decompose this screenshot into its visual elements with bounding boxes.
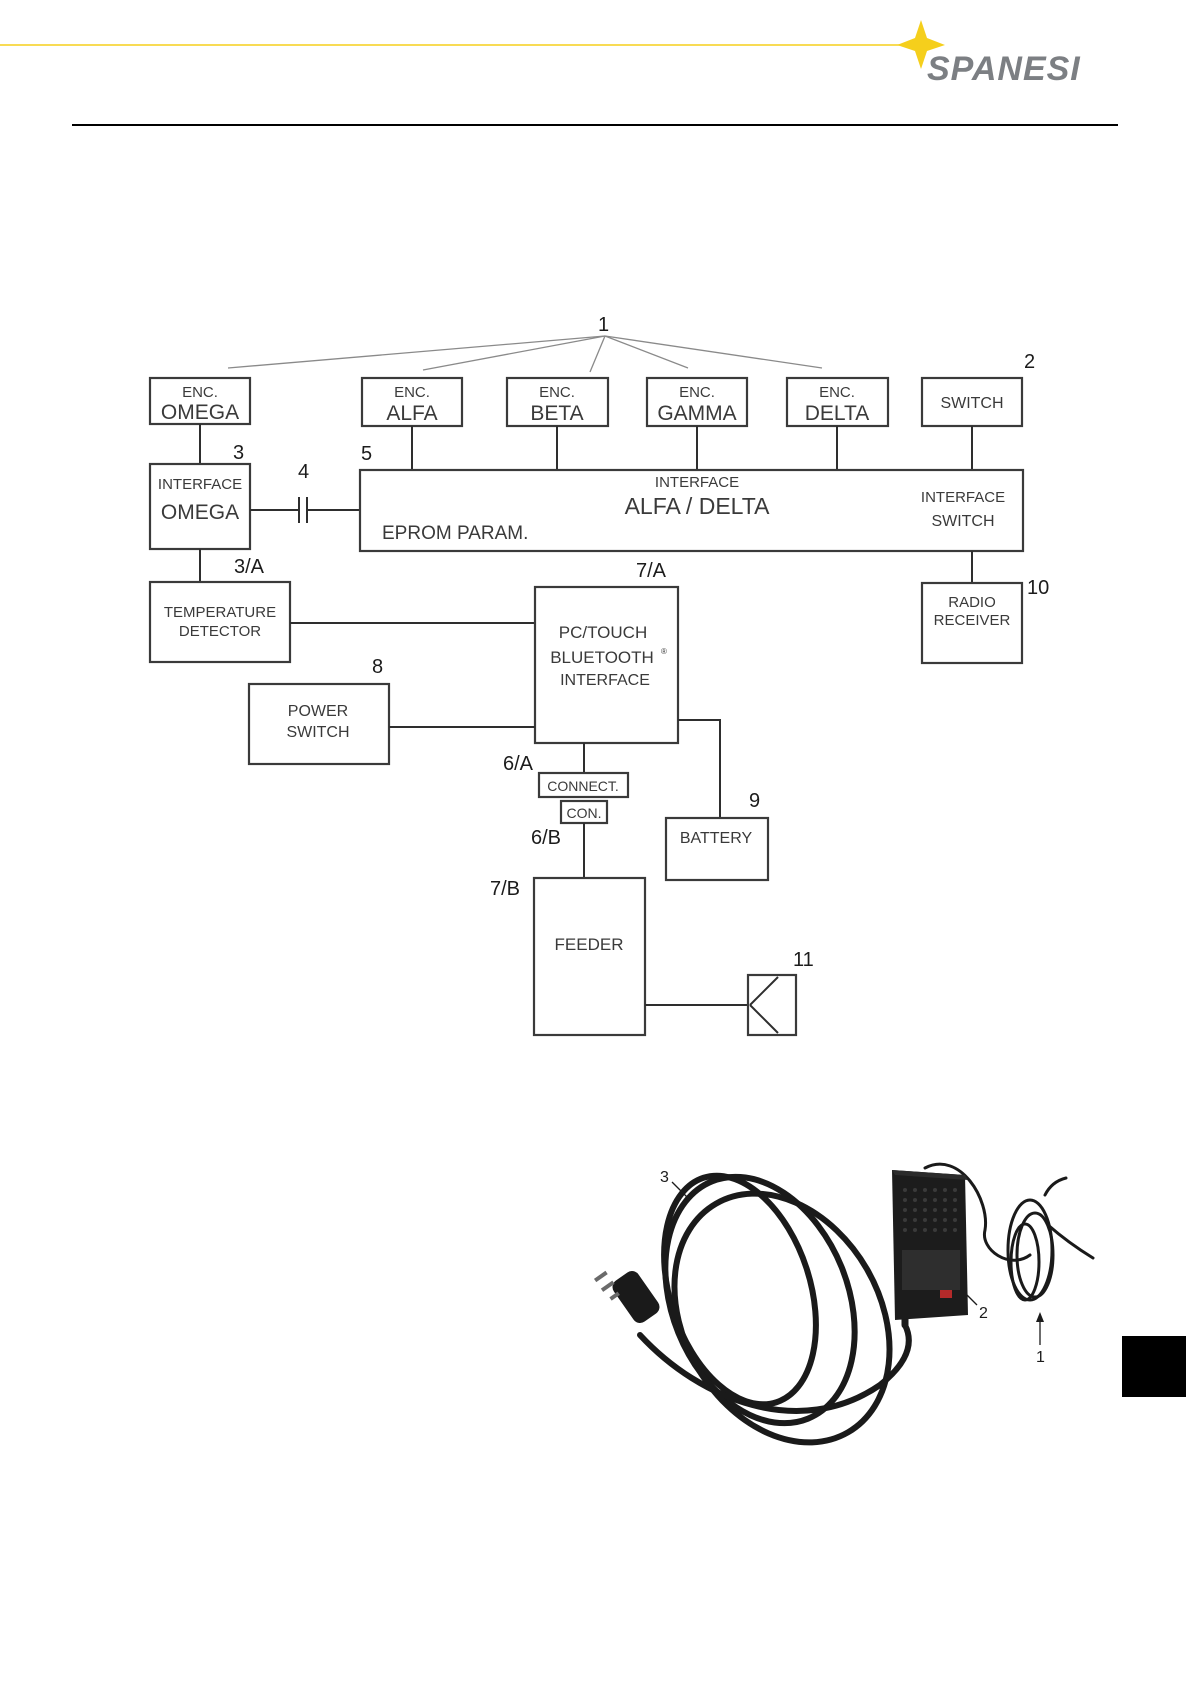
main-interface-name: ALFA / DELTA [625,493,771,519]
main-interface-label-top: INTERFACE [655,474,739,491]
callout-7b: 7/B [490,878,520,900]
power-switch-box: POWER SWITCH [249,684,389,764]
enc-omega-label-bottom: OMEGA [161,401,239,424]
connect-label: CONNECT. [547,778,619,794]
photo-callout-2: 2 [979,1305,988,1322]
temperature-detector-label-top: TEMPERATURE [164,604,276,621]
feeder-box: FEEDER [534,878,645,1035]
callout-1-leader-lines [228,336,822,372]
battery-label: BATTERY [680,830,753,847]
switch-label: SWITCH [940,395,1003,412]
enc-gamma-box: ENC. GAMMA [647,378,747,426]
radio-receiver-label-top: RADIO [948,594,996,611]
eprom-param-label: EPROM PARAM. [382,523,528,544]
enc-delta-label-bottom: DELTA [805,402,870,425]
feeder-label: FEEDER [555,935,624,954]
enc-alfa-box: ENC. ALFA [362,378,462,426]
callout-3: 3 [233,442,244,464]
interface-omega-box: INTERFACE OMEGA [150,464,250,549]
power-supply-photo: 3 2 1 [0,1130,1191,1460]
enc-beta-label-bottom: BETA [530,402,583,425]
callout-6a: 6/A [503,753,534,775]
callout-10: 10 [1027,577,1049,599]
enc-alfa-label-top: ENC. [394,384,430,401]
enc-gamma-label-top: ENC. [679,384,715,401]
enc-gamma-label-bottom: GAMMA [657,402,736,425]
enc-delta-label-top: ENC. [819,384,855,401]
capacitor-link [250,497,360,523]
enc-delta-box: ENC. DELTA [787,378,888,426]
brand-logo: SPANESI [927,50,1081,88]
callout-5: 5 [361,443,372,465]
callout-6b: 6/B [531,827,561,849]
photo-callout-3: 3 [660,1169,669,1186]
enc-omega-label-top: ENC. [182,384,218,401]
enc-alfa-label-bottom: ALFA [386,402,437,425]
power-switch-label-bottom: SWITCH [286,724,349,741]
power-switch-label-top: POWER [288,703,348,720]
callout-9: 9 [749,790,760,812]
radio-receiver-box: RADIO RECEIVER [922,583,1022,663]
con-label: CON. [567,805,602,821]
header-graphics: SPANESI [0,0,1191,140]
interface-switch-label-top: INTERFACE [921,489,1005,506]
plug-symbol-icon [748,975,796,1035]
pc-touch-interface-box: PC/TOUCH BLUETOOTH ® INTERFACE [535,587,678,743]
interface-omega-label-bottom: OMEGA [161,501,239,524]
block-diagram: 1 ENC. OMEGA ENC. ALFA ENC. BETA ENC. GA… [0,300,1191,1060]
interface-switch-label-bottom: SWITCH [931,513,994,530]
callout-1: 1 [598,314,609,336]
callout-8: 8 [372,656,383,678]
photo-callout-1: 1 [1036,1349,1045,1366]
battery-box: BATTERY [666,818,768,880]
enc-omega-box: ENC. OMEGA [150,378,250,424]
callout-2: 2 [1024,351,1035,373]
pc-touch-label-line2: BLUETOOTH [550,648,654,667]
temperature-detector-label-bottom: DETECTOR [179,623,261,640]
main-interface-box: INTERFACE ALFA / DELTA EPROM PARAM. INTE… [360,470,1023,551]
radio-receiver-label-bottom: RECEIVER [934,612,1011,629]
enc-beta-box: ENC. BETA [507,378,608,426]
pc-touch-label-line1: PC/TOUCH [559,623,647,642]
callout-11: 11 [793,949,814,971]
power-adapter-brick [892,1170,968,1320]
callout-4: 4 [298,461,309,483]
pc-touch-registered-mark: ® [661,647,667,656]
connect-box: CONNECT. [539,773,628,797]
interface-omega-label-top: INTERFACE [158,476,242,493]
switch-box: SWITCH [922,378,1022,426]
mains-plug-icon [594,1268,663,1326]
side-tab-marker [1122,1336,1186,1397]
callout-3a: 3/A [234,556,265,578]
temperature-detector-box: TEMPERATURE DETECTOR [150,582,290,662]
callout-7a: 7/A [636,560,667,582]
con-box: CON. [561,801,607,823]
enc-beta-label-top: ENC. [539,384,575,401]
pc-touch-label-line3: INTERFACE [560,672,650,689]
